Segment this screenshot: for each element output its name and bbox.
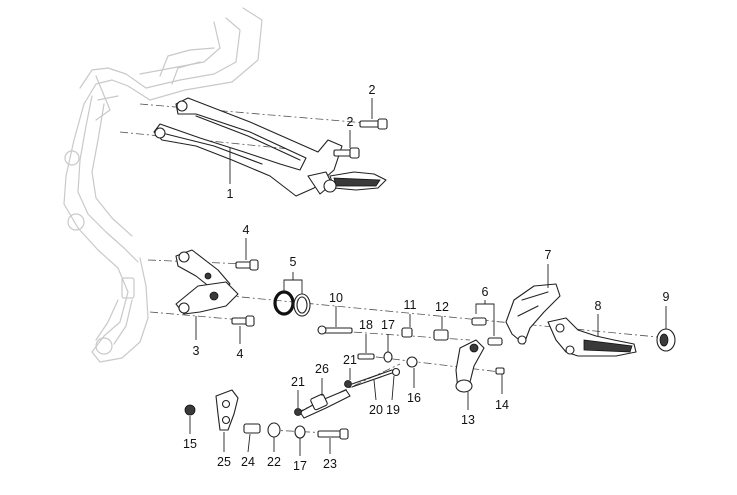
bolt-part-2-lower — [333, 147, 360, 159]
callout-11: 11 — [404, 298, 417, 312]
bolt-part-23 — [317, 428, 349, 440]
callout-16: 16 — [407, 391, 421, 405]
callout-22: 22 — [267, 455, 281, 469]
callout-labels: 1 2 2 3 4 4 5 6 7 8 9 10 11 12 13 14 15 … — [183, 83, 669, 473]
washer-part-16 — [406, 356, 418, 368]
callout-13: 13 — [461, 413, 475, 427]
callout-5: 5 — [290, 255, 297, 269]
callout-2-lower: 2 — [347, 115, 354, 129]
spacer-part-24 — [243, 423, 261, 434]
linkage-plate-part-3-lower — [175, 281, 239, 315]
washer-part-17-lower — [294, 425, 306, 439]
footrest-bracket-part-1 — [153, 97, 387, 197]
callout-26: 26 — [315, 362, 329, 376]
callout-3: 3 — [193, 344, 200, 358]
callout-4-lower: 4 — [237, 347, 244, 361]
callout-9: 9 — [663, 290, 670, 304]
callout-21-lower: 21 — [291, 375, 305, 389]
bolt-part-10 — [317, 325, 353, 335]
nut-part-19 — [391, 367, 401, 377]
cap-nut-part-9 — [656, 328, 676, 352]
frame-outline — [63, 7, 263, 363]
rod-part-26 — [299, 389, 351, 419]
callout-17-lower: 17 — [293, 459, 307, 473]
callout-1: 1 — [227, 187, 234, 201]
bolt-part-4-upper — [235, 259, 259, 271]
ball-joint-part-21-lower — [294, 408, 302, 416]
bolt-part-14 — [495, 367, 505, 375]
ball-joint-part-21-upper — [344, 380, 352, 388]
callout-10: 10 — [329, 291, 343, 305]
bolt-part-18 — [357, 353, 375, 360]
callout-24: 24 — [241, 455, 255, 469]
callout-8: 8 — [595, 299, 602, 313]
washer-part-22 — [267, 422, 281, 438]
bracket-part-25 — [215, 389, 239, 431]
callout-4-upper: 4 — [243, 223, 250, 237]
shift-arm-part-13 — [455, 339, 485, 393]
callout-25: 25 — [217, 455, 231, 469]
callout-7: 7 — [545, 248, 552, 262]
callout-6: 6 — [482, 285, 489, 299]
callout-17-upper: 17 — [381, 318, 395, 332]
callout-23: 23 — [323, 457, 337, 471]
leader-lines — [189, 98, 667, 456]
washer-part-17-upper — [383, 351, 393, 363]
callout-21-upper: 21 — [343, 353, 357, 367]
bolt-part-2-upper — [359, 118, 388, 130]
linkage-plate-part-3-upper — [175, 249, 231, 293]
callout-2-upper: 2 — [369, 83, 376, 97]
callout-18: 18 — [359, 318, 373, 332]
seal-washer-part-5 — [273, 290, 311, 317]
threaded-rod-part-20 — [351, 369, 393, 388]
callout-12: 12 — [435, 300, 449, 314]
pin-part-6 — [471, 317, 503, 346]
callout-20: 20 — [369, 403, 383, 417]
nut-part-15 — [184, 404, 196, 416]
foot-peg-part-8 — [547, 317, 637, 357]
callout-14: 14 — [495, 398, 509, 412]
callout-19: 19 — [386, 403, 400, 417]
bushing-part-11 — [401, 327, 413, 338]
bracket-part-7 — [505, 283, 561, 345]
callout-15: 15 — [183, 437, 197, 451]
bolt-part-4-lower — [231, 315, 255, 327]
bushing-part-12 — [433, 329, 449, 341]
